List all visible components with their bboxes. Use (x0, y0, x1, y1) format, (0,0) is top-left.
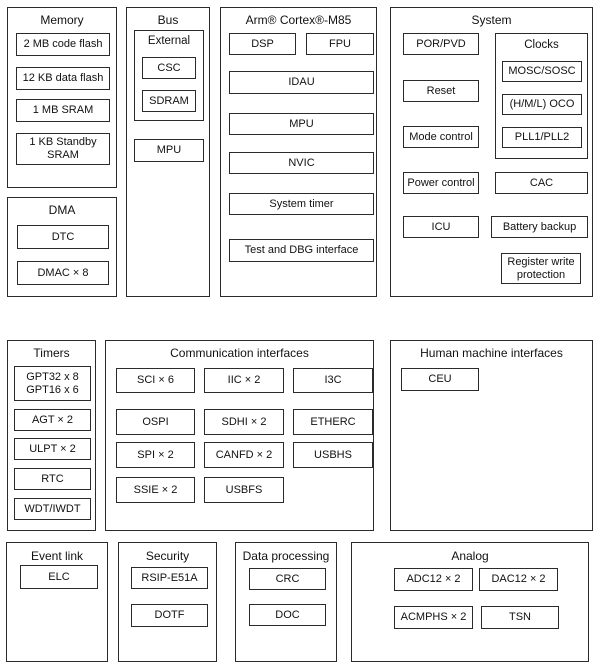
analog-title: Analog (451, 549, 489, 563)
system-section: System POR/PVD Reset Mode control Power … (390, 7, 593, 297)
data-processing-title: Data processing (242, 549, 330, 563)
box-tsn: TSN (481, 606, 559, 629)
dma-section-title: DMA (48, 203, 76, 217)
box-dsp: DSP (229, 33, 296, 55)
box-bus-mpu: MPU (134, 139, 204, 162)
box-cac: CAC (495, 172, 588, 194)
box-adc12: ADC12 × 2 (394, 568, 473, 591)
box-code-flash: 2 MB code flash (16, 33, 110, 56)
box-reset: Reset (403, 80, 479, 102)
box-test-dbg: Test and DBG interface (229, 239, 374, 262)
box-sdram: SDRAM (142, 90, 196, 112)
box-data-flash: 12 KB data flash (16, 67, 110, 90)
box-dotf: DOTF (131, 604, 208, 627)
box-spi: SPI × 2 (116, 442, 195, 468)
box-fpu: FPU (306, 33, 374, 55)
human-machine-interfaces-title: Human machine interfaces (420, 346, 563, 360)
box-wdt-iwdt: WDT/IWDT (14, 498, 91, 520)
box-rtc: RTC (14, 468, 91, 490)
box-elc: ELC (20, 565, 98, 589)
box-gpt: GPT32 x 8 GPT16 x 6 (14, 366, 91, 401)
box-sci: SCI × 6 (116, 368, 195, 393)
dma-section: DMA DTC DMAC × 8 (7, 197, 117, 297)
timers-section-title: Timers (33, 346, 70, 360)
system-section-title: System (471, 13, 512, 27)
timers-section: Timers GPT32 x 8 GPT16 x 6 AGT × 2 ULPT … (7, 340, 96, 531)
box-etherc: ETHERC (293, 409, 373, 435)
box-power-control: Power control (403, 172, 479, 194)
box-usbhs: USBHS (293, 442, 373, 468)
communication-interfaces-title: Communication interfaces (170, 346, 309, 360)
communication-interfaces-section: Communication interfaces SCI × 6 IIC × 2… (105, 340, 374, 531)
box-standby-sram: 1 KB Standby SRAM (16, 133, 110, 165)
box-iic: IIC × 2 (204, 368, 284, 393)
box-system-timer: System timer (229, 193, 374, 215)
box-dac12: DAC12 × 2 (479, 568, 558, 591)
box-dmac: DMAC × 8 (17, 261, 109, 285)
box-acmphs: ACMPHS × 2 (394, 606, 473, 629)
box-mode-control: Mode control (403, 126, 479, 148)
memory-section: Memory 2 MB code flash 12 KB data flash … (7, 7, 117, 188)
clocks-group: Clocks MOSC/SOSC (H/M/L) OCO PLL1/PLL2 (495, 33, 588, 159)
box-ospi: OSPI (116, 409, 195, 435)
arm-cortex-section-title: Arm® Cortex®-M85 (245, 13, 352, 27)
bus-section: Bus External CSC SDRAM MPU (126, 7, 210, 297)
box-usbfs: USBFS (204, 477, 284, 503)
box-register-write-protection: Register write protection (501, 253, 581, 284)
analog-section: Analog ADC12 × 2 DAC12 × 2 ACMPHS × 2 TS… (351, 542, 589, 662)
box-canfd: CANFD × 2 (204, 442, 284, 468)
box-ceu: CEU (401, 368, 479, 391)
box-agt: AGT × 2 (14, 409, 91, 431)
box-nvic: NVIC (229, 152, 374, 174)
box-por-pvd: POR/PVD (403, 33, 479, 55)
box-mosc-sosc: MOSC/SOSC (502, 61, 582, 82)
security-section: Security RSIP-E51A DOTF (118, 542, 217, 662)
box-ssie: SSIE × 2 (116, 477, 195, 503)
box-crc: CRC (249, 568, 326, 590)
data-processing-section: Data processing CRC DOC (235, 542, 337, 662)
box-ulpt: ULPT × 2 (14, 438, 91, 460)
clocks-group-title: Clocks (524, 39, 559, 51)
box-dtc: DTC (17, 225, 109, 249)
box-sram: 1 MB SRAM (16, 99, 110, 122)
box-pll: PLL1/PLL2 (502, 127, 582, 148)
memory-section-title: Memory (40, 13, 84, 27)
box-rsip: RSIP-E51A (131, 567, 208, 589)
bus-external-group: External CSC SDRAM (134, 30, 204, 121)
bus-section-title: Bus (157, 13, 179, 27)
arm-cortex-section: Arm® Cortex®-M85 DSP FPU IDAU MPU NVIC S… (220, 7, 377, 297)
box-i3c: I3C (293, 368, 373, 393)
box-csc: CSC (142, 57, 196, 79)
human-machine-interfaces-section: Human machine interfaces CEU (390, 340, 593, 531)
box-sdhi: SDHI × 2 (204, 409, 284, 435)
box-icu: ICU (403, 216, 479, 238)
box-battery-backup: Battery backup (491, 216, 588, 238)
security-title: Security (145, 549, 190, 563)
box-arm-mpu: MPU (229, 113, 374, 135)
bus-external-title: External (147, 35, 191, 47)
event-link-section: Event link ELC (6, 542, 108, 662)
event-link-title: Event link (30, 549, 84, 563)
box-doc: DOC (249, 604, 326, 626)
box-idau: IDAU (229, 71, 374, 94)
box-oco: (H/M/L) OCO (502, 94, 582, 115)
